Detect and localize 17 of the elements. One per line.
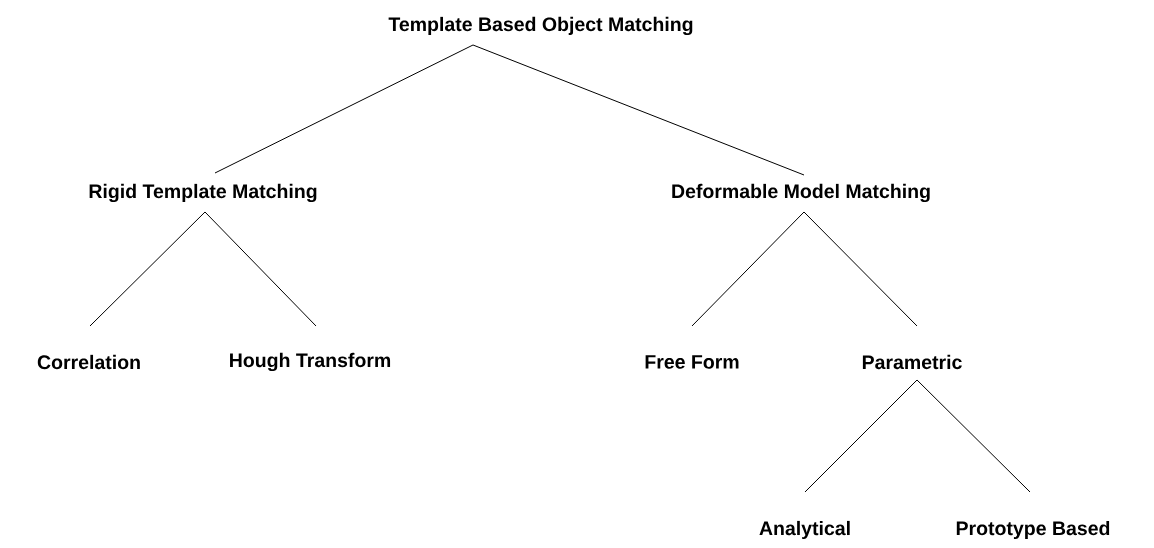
tree-label: Template Based Object Matching [388, 16, 693, 36]
tree-label: Parametric [862, 354, 962, 370]
tree-line [803, 211, 918, 327]
tree-label: Analytical [759, 520, 850, 540]
tree-line [89, 211, 206, 327]
tree-label: Deformable Model Matching [672, 183, 930, 203]
tree-label: Free Form [645, 355, 739, 369]
tree-line [204, 211, 317, 327]
tree-line [691, 211, 805, 327]
tree-line [214, 44, 474, 174]
tree-label: Correlation [37, 354, 140, 370]
tree-line [472, 44, 805, 176]
tree-line [804, 379, 918, 493]
tree-label: Prototype Based [956, 520, 1110, 540]
tree-label: Rigid Template Matching [89, 183, 317, 203]
tree-label: Hough Transform [230, 352, 391, 372]
tree-line [916, 379, 1031, 493]
